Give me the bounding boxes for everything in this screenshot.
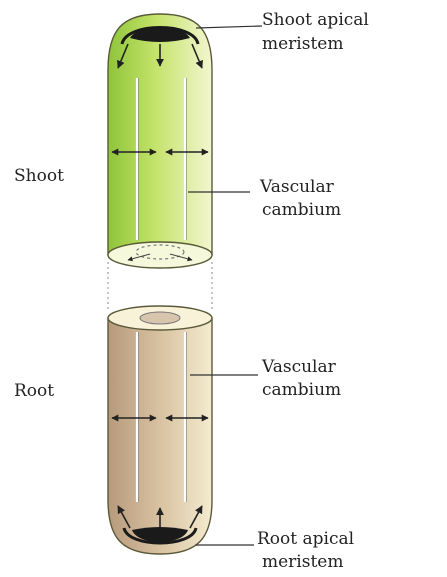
label-root-apical-meristem-line1: Root apical — [257, 529, 354, 549]
label-shoot: Shoot — [14, 166, 64, 186]
shoot-cut-section — [108, 242, 212, 268]
label-root: Root — [14, 381, 54, 401]
label-vascular-cambium-root-line2: cambium — [262, 380, 341, 400]
root-segment — [108, 306, 212, 554]
label-shoot-apical-meristem-line1: Shoot apical — [262, 10, 369, 30]
label-vascular-cambium-shoot-line1: Vascular — [260, 177, 334, 197]
label-vascular-cambium-shoot-line2: cambium — [262, 200, 341, 220]
label-root-apical-meristem-line2: meristem — [262, 552, 343, 572]
leader-shoot-apex — [196, 26, 262, 28]
root-cut-core — [140, 312, 180, 324]
shoot-segment — [108, 14, 212, 268]
label-shoot-apical-meristem-line2: meristem — [262, 34, 343, 54]
label-vascular-cambium-root-line1: Vascular — [262, 357, 336, 377]
